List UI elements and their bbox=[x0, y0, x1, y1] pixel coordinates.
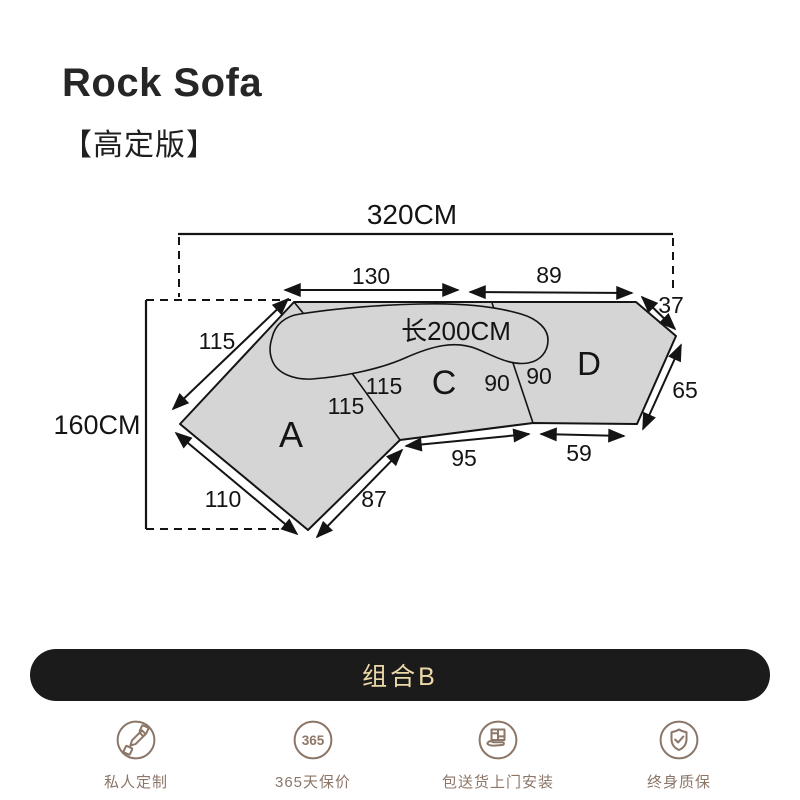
dim-label-130: 130 bbox=[352, 263, 390, 289]
feature-delivery-install: 包送货上门安装 bbox=[408, 720, 588, 792]
cushion-length-label: 长200CM bbox=[401, 316, 511, 346]
dim-label-59: 59 bbox=[566, 440, 592, 466]
section-a-label: A bbox=[279, 414, 303, 455]
dim-arrow-89 bbox=[468, 285, 634, 300]
section-c-label: C bbox=[432, 364, 457, 402]
sofa-dimension-diagram: 320CM 160CM 长200CM A C D 130 89 37 65 11… bbox=[53, 199, 698, 539]
back-cushion-shape bbox=[269, 303, 549, 380]
feature-label: 终身质保 bbox=[646, 774, 711, 791]
overall-depth-label: 160CM bbox=[53, 410, 140, 440]
dim-label-seam-cd-d: 90 bbox=[526, 363, 552, 389]
product-title: Rock Sofa bbox=[62, 61, 263, 105]
feature-warranty: 终身质保 bbox=[589, 720, 769, 792]
feature-price-protection: 365 365天保价 bbox=[223, 720, 403, 792]
dim-label-seam-ac-a: 115 bbox=[328, 393, 365, 419]
section-d-label: D bbox=[577, 345, 601, 382]
dim-label-95: 95 bbox=[451, 445, 477, 471]
dim-label-87: 87 bbox=[361, 486, 387, 512]
dim-label-seam-cd-c: 90 bbox=[484, 370, 510, 396]
dim-label-110: 110 bbox=[205, 486, 242, 512]
pencil-ruler-icon bbox=[116, 720, 156, 760]
dim-arrow-87 bbox=[315, 448, 404, 539]
dim-arrow-110 bbox=[174, 431, 299, 536]
feature-label: 私人定制 bbox=[103, 774, 168, 791]
dim-label-89: 89 bbox=[536, 262, 562, 288]
combination-banner: 组合B bbox=[30, 649, 770, 701]
dim-arrow-115 bbox=[171, 297, 290, 411]
dim-arrow-59 bbox=[539, 427, 626, 443]
badge-365-icon: 365 bbox=[293, 720, 333, 760]
feature-label: 包送货上门安装 bbox=[441, 774, 554, 791]
hand-box-icon bbox=[478, 720, 518, 760]
badge-365-text: 365 bbox=[302, 733, 325, 748]
dim-arrow-95 bbox=[404, 428, 531, 452]
overall-width-label: 320CM bbox=[367, 199, 457, 230]
dim-arrow-65 bbox=[642, 343, 682, 431]
combination-label: 组合B bbox=[362, 663, 438, 691]
feature-label: 365天保价 bbox=[274, 774, 352, 791]
product-subtitle: 【高定版】 bbox=[62, 129, 217, 162]
dim-label-37: 37 bbox=[658, 292, 684, 318]
dim-label-65: 65 bbox=[672, 377, 698, 403]
shield-check-icon bbox=[659, 720, 699, 760]
feature-custom: 私人定制 bbox=[46, 720, 226, 792]
dim-label-seam-ac-c: 115 bbox=[366, 373, 403, 399]
dim-arrow-37 bbox=[640, 295, 677, 331]
product-header: Rock Sofa 【高定版】 bbox=[62, 62, 262, 164]
dim-label-115: 115 bbox=[199, 328, 236, 354]
